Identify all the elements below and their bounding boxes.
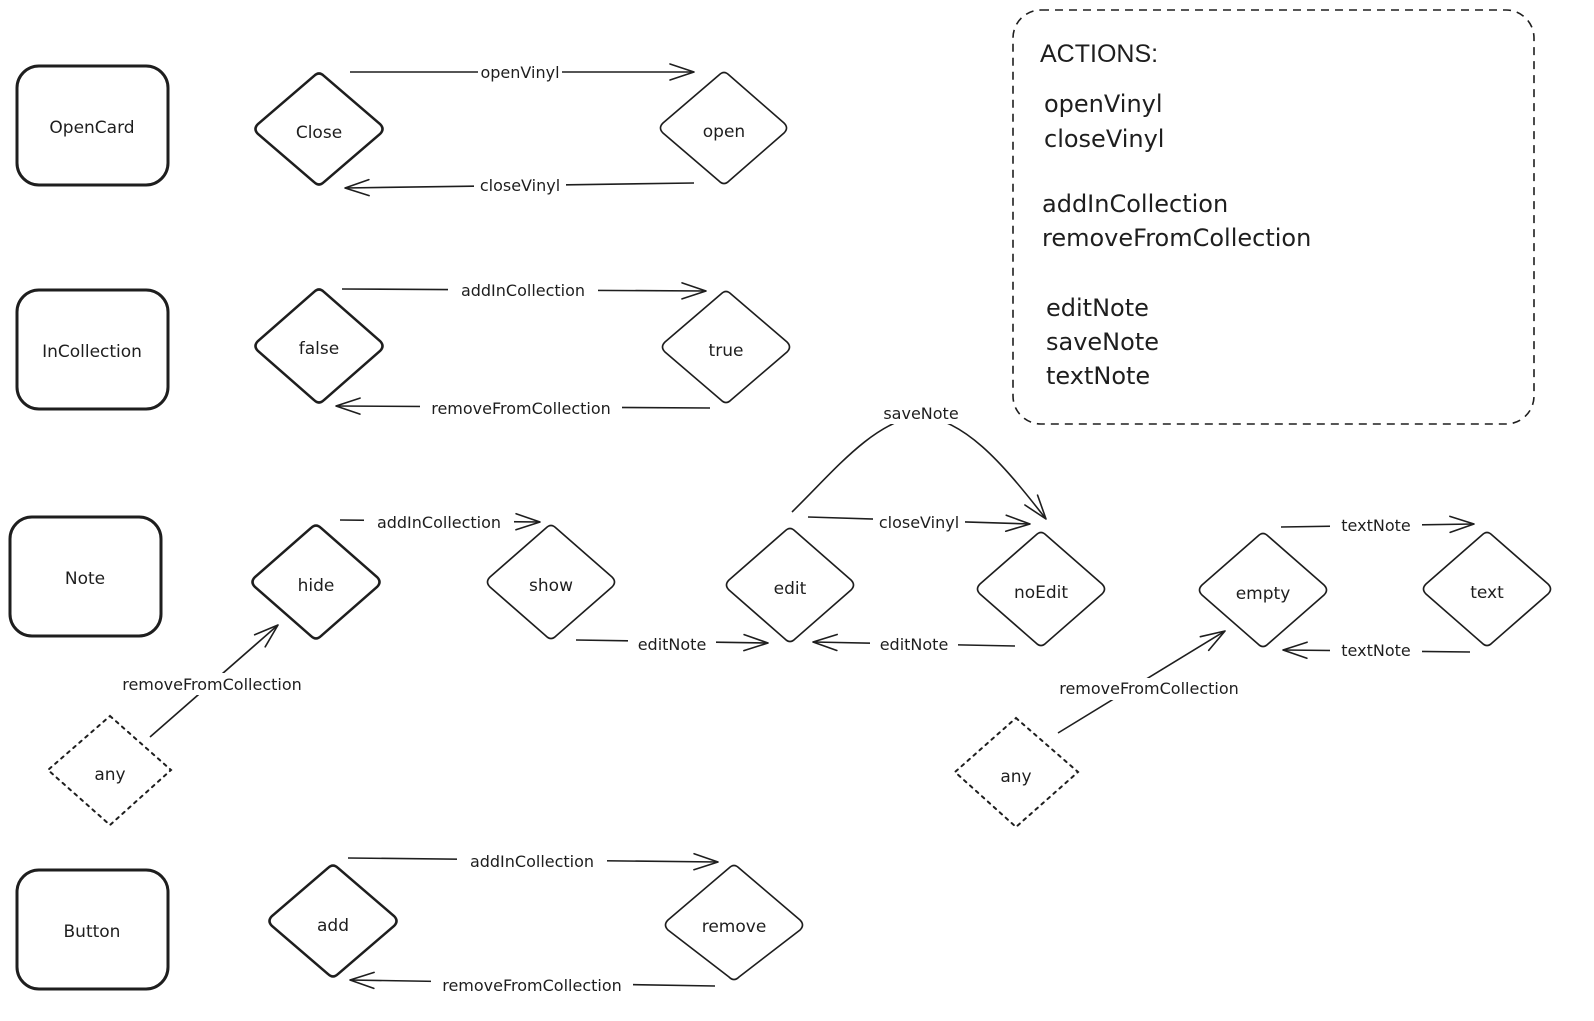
transition-addincollection-2: addInCollection bbox=[339, 512, 541, 532]
transition-closevinyl-2: closeVinyl bbox=[807, 512, 1031, 533]
state-close[interactable]: Close bbox=[254, 72, 384, 186]
component-opencard[interactable]: OpenCard bbox=[15, 64, 170, 187]
state-true-label: true bbox=[709, 341, 744, 361]
transition-closevinyl-label: closeVinyl bbox=[480, 176, 560, 195]
transition-removefromcollection-any-left: removeFromCollection bbox=[112, 624, 312, 738]
state-text-label: text bbox=[1470, 583, 1504, 603]
legend-item-savenote: saveNote bbox=[1046, 328, 1159, 356]
transition-textnote-1-label: textNote bbox=[1341, 516, 1410, 535]
state-add-label: add bbox=[317, 916, 349, 936]
transition-openvinyl-label: openVinyl bbox=[480, 63, 559, 82]
legend-item-closevinyl: closeVinyl bbox=[1044, 125, 1164, 153]
state-add[interactable]: add bbox=[268, 864, 398, 978]
legend-item-openvinyl: openVinyl bbox=[1044, 90, 1163, 118]
legend-item-addincollection: addInCollection bbox=[1042, 190, 1228, 218]
transition-removefromcollection-1-label: removeFromCollection bbox=[431, 399, 611, 418]
state-edit-label: edit bbox=[774, 579, 807, 599]
component-note[interactable]: Note bbox=[8, 515, 163, 638]
transition-addincollection-3: addInCollection bbox=[347, 851, 719, 871]
state-hide-label: hide bbox=[298, 576, 335, 596]
state-false-label: false bbox=[299, 339, 339, 359]
legend-item-removefromcollection: removeFromCollection bbox=[1042, 224, 1311, 252]
transition-removefromcollection-any-right: removeFromCollection bbox=[1048, 630, 1250, 734]
legend-title: ACTIONS: bbox=[1040, 40, 1158, 68]
transition-removefromcollection-1: removeFromCollection bbox=[335, 397, 711, 418]
component-incollection[interactable]: InCollection bbox=[15, 288, 170, 411]
state-open[interactable]: open bbox=[659, 71, 788, 185]
transition-editnote-2-label: editNote bbox=[880, 635, 949, 654]
component-button[interactable]: Button bbox=[15, 868, 170, 991]
state-text[interactable]: text bbox=[1422, 531, 1552, 647]
state-show-label: show bbox=[529, 576, 573, 596]
legend-item-editnote: editNote bbox=[1046, 294, 1149, 322]
transition-removefromcollection-3: removeFromCollection bbox=[349, 971, 716, 995]
transition-removefromcollection-any-left-label: removeFromCollection bbox=[122, 675, 302, 694]
transition-addincollection-1: addInCollection bbox=[341, 280, 707, 300]
state-true[interactable]: true bbox=[661, 290, 791, 404]
state-empty[interactable]: empty bbox=[1198, 532, 1328, 648]
actions-legend: ACTIONS: openVinyl closeVinyl addInColle… bbox=[1012, 9, 1535, 425]
state-any-left[interactable]: any bbox=[46, 714, 173, 827]
state-any-right[interactable]: any bbox=[953, 716, 1080, 829]
state-noedit[interactable]: noEdit bbox=[976, 531, 1106, 647]
state-remove-label: remove bbox=[702, 917, 767, 937]
transition-savenote: saveNote bbox=[791, 402, 1047, 520]
transition-closevinyl: closeVinyl bbox=[344, 175, 695, 197]
transition-removefromcollection-any-right-label: removeFromCollection bbox=[1059, 679, 1239, 698]
transition-addincollection-2-label: addInCollection bbox=[377, 513, 501, 532]
transition-textnote-1: textNote bbox=[1280, 515, 1475, 535]
state-any-left-label: any bbox=[94, 765, 125, 785]
state-hide[interactable]: hide bbox=[251, 524, 381, 640]
transition-addincollection-1-label: addInCollection bbox=[461, 281, 585, 300]
transition-textnote-2: textNote bbox=[1282, 640, 1471, 660]
state-noedit-label: noEdit bbox=[1014, 583, 1068, 603]
transition-removefromcollection-3-label: removeFromCollection bbox=[442, 976, 622, 995]
transition-savenote-label: saveNote bbox=[883, 404, 958, 423]
legend-item-textnote: textNote bbox=[1046, 362, 1150, 390]
transition-textnote-2-label: textNote bbox=[1341, 641, 1410, 660]
component-incollection-label: InCollection bbox=[42, 342, 142, 362]
state-empty-label: empty bbox=[1236, 584, 1291, 604]
state-open-label: open bbox=[703, 122, 745, 142]
component-button-label: Button bbox=[64, 922, 121, 942]
transition-editnote-2: editNote bbox=[812, 633, 1016, 654]
component-opencard-label: OpenCard bbox=[49, 118, 134, 138]
state-close-label: Close bbox=[296, 123, 342, 143]
state-any-right-label: any bbox=[1000, 767, 1031, 787]
transition-closevinyl-2-label: closeVinyl bbox=[879, 513, 959, 532]
state-edit[interactable]: edit bbox=[725, 527, 855, 643]
state-show[interactable]: show bbox=[486, 524, 616, 640]
transition-editnote-1-label: editNote bbox=[638, 635, 707, 654]
state-remove[interactable]: remove bbox=[664, 864, 804, 981]
component-note-label: Note bbox=[65, 569, 105, 589]
transition-addincollection-3-label: addInCollection bbox=[470, 852, 594, 871]
state-false[interactable]: false bbox=[254, 288, 384, 404]
transition-editnote-1: editNote bbox=[575, 633, 769, 654]
transition-openvinyl: openVinyl bbox=[350, 62, 695, 82]
